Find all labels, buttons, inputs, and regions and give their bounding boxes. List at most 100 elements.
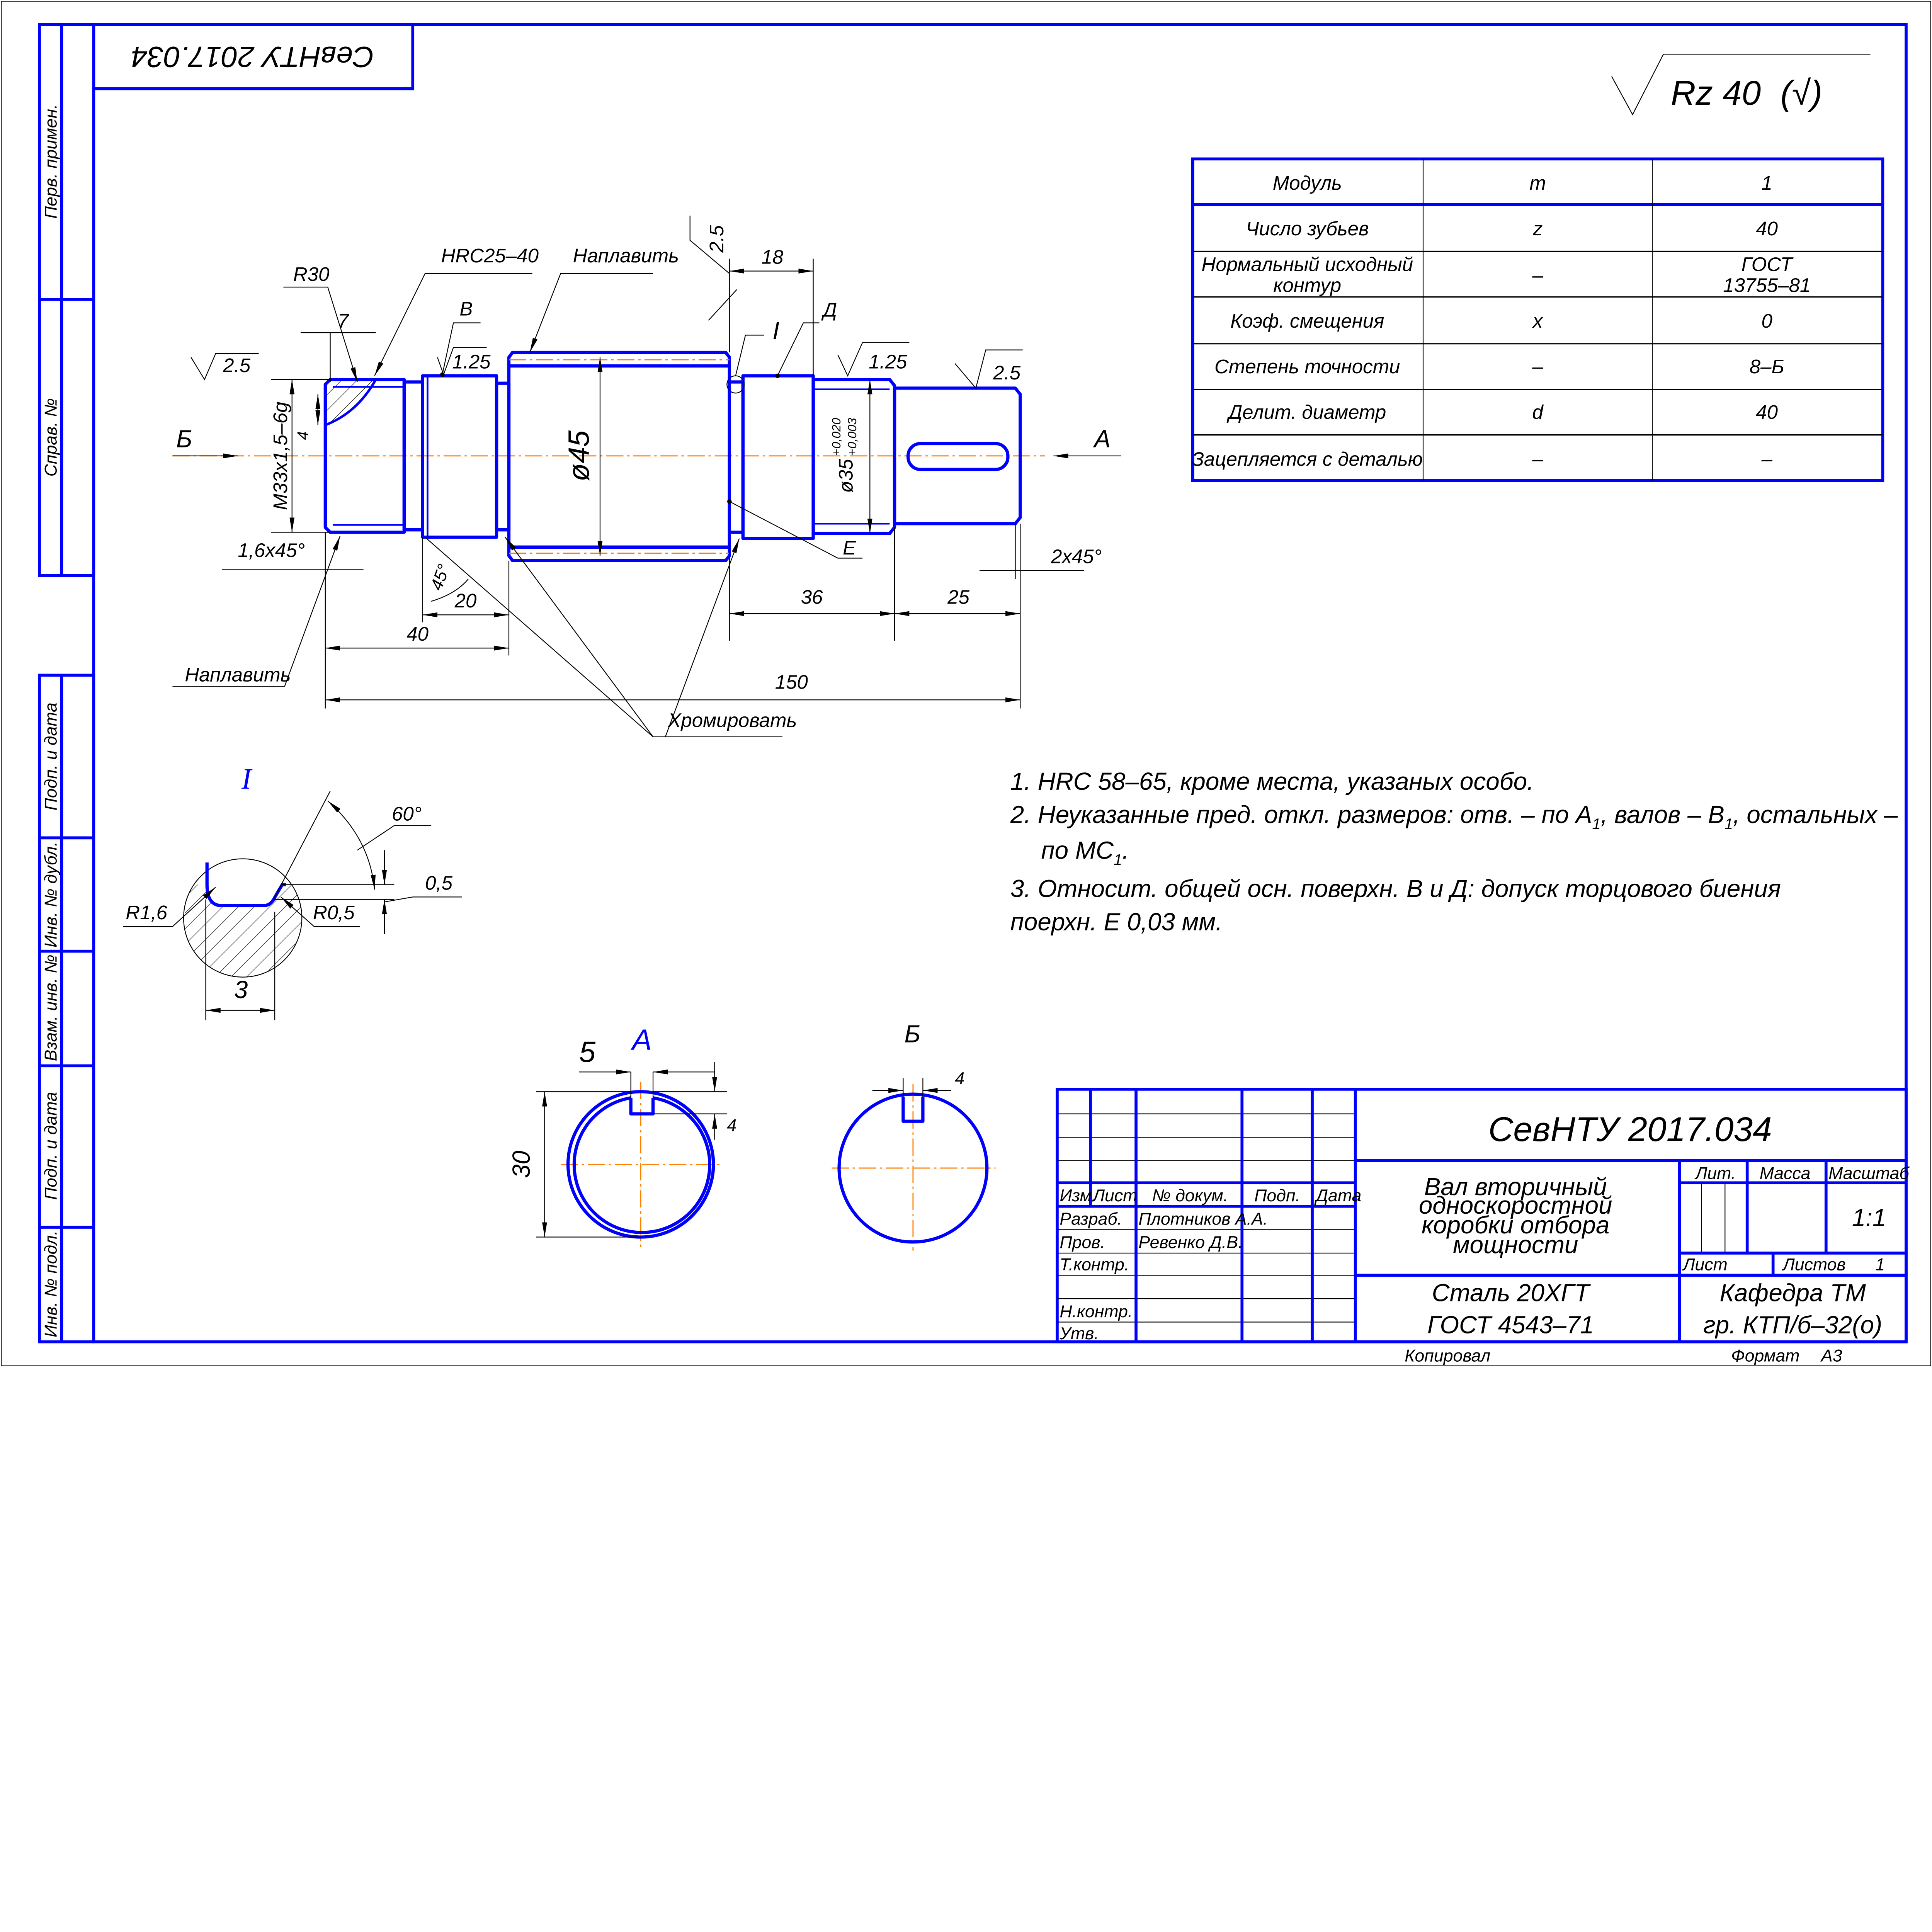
section-a: А 5 4 30 <box>507 1024 736 1247</box>
dim-20: 20 <box>454 590 477 612</box>
label-naplavit-top: Наплавить <box>573 245 679 267</box>
detail-radius-05: R0,5 <box>313 901 355 923</box>
roughness-value: Rz 40 <box>1671 73 1761 112</box>
table-row-pitch-symbol: d <box>1532 401 1544 423</box>
tb-sheets: Листов <box>1782 1255 1846 1274</box>
roughness-125-left: 1.25 <box>452 350 491 372</box>
strip-sprav-no: Справ. № <box>42 398 61 477</box>
note-2-line-2: по MC1. <box>1041 837 1129 869</box>
gear-parameters-table: Модуль m 1 Число зубьев z 40 Нормальный … <box>1191 157 1884 482</box>
table-row-shift-symbol: x <box>1532 310 1543 332</box>
rotated-designation-stamp: СевНТУ 2017.034 <box>131 40 374 73</box>
section-b: Б 4 <box>832 1020 996 1251</box>
tb-designation: СевНТУ 2017.034 <box>1488 1110 1772 1148</box>
diameter-35: ø35 <box>835 459 857 493</box>
diameter-35-upper-tol: +0,020 <box>829 418 843 456</box>
strip-podp-data-2: Подп. и дата <box>42 1092 61 1200</box>
tb-sheet: Лист <box>1682 1255 1728 1274</box>
tb-scale-value: 1:1 <box>1852 1204 1886 1231</box>
view-a-arrow-label: А <box>1093 425 1111 453</box>
tb-header-doc: № докум. <box>1152 1186 1228 1205</box>
drawing-sheet: Перв. примен. Справ. № Подп. и дата Инв.… <box>1 1 1931 1366</box>
tb-copied: Копировал <box>1405 1347 1490 1366</box>
tb-header-sign: Подп. <box>1254 1186 1300 1205</box>
section-a-key-width: 5 <box>579 1036 596 1069</box>
left-strip-labels: Перв. примен. Справ. № Подп. и дата Инв.… <box>42 104 61 1337</box>
label-naplavit-bottom: Наплавить <box>185 663 291 685</box>
tb-lit: Лит. <box>1694 1164 1736 1183</box>
note-3-line-1: 3. Относит. общей осн. поверхн. В и Д: д… <box>1010 874 1781 902</box>
table-row-contour-symbol: – <box>1532 264 1543 286</box>
angle-45: 45° <box>427 562 454 593</box>
tb-part-name-4: мощности <box>1453 1231 1578 1259</box>
roughness-125-right: 1.25 <box>869 350 907 372</box>
detail-i: I 60° 0,5 R1,6 R0,5 3 <box>123 762 462 1020</box>
section-a-title: А <box>631 1024 652 1056</box>
surface-e-label: Е <box>843 537 856 559</box>
tb-organization-2: гр. КТП/б–32(о) <box>1703 1311 1882 1338</box>
section-b-key-width: 4 <box>955 1069 964 1088</box>
tb-part-name-2: односкоростной <box>1419 1191 1612 1219</box>
tb-header-list: Лист <box>1092 1186 1137 1205</box>
tb-role-razrab: Разраб. <box>1060 1210 1122 1229</box>
tb-part-name-3: коробки отбора <box>1422 1211 1610 1239</box>
table-row-contour-name-2: контур <box>1273 274 1341 296</box>
section-b-title: Б <box>905 1020 921 1048</box>
note-3-line-2: поерхн. Е 0,03 мм. <box>1010 908 1223 936</box>
dim-150: 150 <box>775 671 808 693</box>
tb-organization-1: Кафедра ТМ <box>1719 1279 1866 1306</box>
table-row-shift-name: Коэф. смещения <box>1230 310 1384 332</box>
label-khromirovat: Хромировать <box>667 709 797 731</box>
sheet-frame <box>1 1 1931 1366</box>
tb-part-name-1: Вал вторичный <box>1424 1173 1607 1201</box>
table-row-module-name: Модуль <box>1273 172 1342 194</box>
roughness-25-right: 2.5 <box>993 362 1021 384</box>
section-a-key-depth: 4 <box>727 1116 736 1135</box>
tb-material-2: ГОСТ 4543–71 <box>1427 1311 1594 1338</box>
note-1: 1. HRC 58–65, кроме места, указаных особ… <box>1010 767 1534 795</box>
label-hrc: HRC25–40 <box>441 245 539 267</box>
diameter-45: ø45 <box>563 430 595 481</box>
tb-mass: Масса <box>1760 1164 1811 1183</box>
base-b-label: В <box>459 298 473 320</box>
tb-format-label: Формат <box>1731 1347 1799 1366</box>
table-row-teeth-value: 40 <box>1756 218 1778 240</box>
table-row-mates-name: Зацепляется с деталью <box>1192 448 1423 470</box>
dim-7: 7 <box>338 310 349 332</box>
roughness-bracket: (√) <box>1781 73 1822 112</box>
table-row-contour-name-1: Нормальный исходный <box>1201 253 1413 276</box>
table-row-teeth-symbol: z <box>1532 218 1543 240</box>
section-a-dim-30: 30 <box>507 1151 535 1178</box>
tb-header-date: Дата <box>1314 1186 1362 1205</box>
dim-36: 36 <box>801 586 823 608</box>
table-row-mates-symbol: – <box>1532 448 1543 470</box>
technical-notes: 1. HRC 58–65, кроме места, указаных особ… <box>1010 767 1898 936</box>
tb-scale-label: Масштаб <box>1828 1164 1910 1183</box>
strip-inv-podl: Инв. № подл. <box>42 1230 61 1337</box>
diameter-35-lower-tol: +0,003 <box>845 418 859 456</box>
table-row-pitch-value: 40 <box>1756 401 1778 423</box>
tb-role-prov: Пров. <box>1060 1233 1105 1252</box>
tb-format: А3 <box>1820 1347 1842 1366</box>
base-d-label: Д <box>821 299 837 321</box>
table-row-accuracy-value: 8–Б <box>1750 355 1784 378</box>
tb-role-utv: Утв. <box>1059 1324 1099 1343</box>
chamfer-right: 2x45° <box>1051 545 1102 567</box>
dim-25: 25 <box>947 586 969 608</box>
detail-width-3: 3 <box>234 976 248 1003</box>
detail-title: I <box>241 762 253 795</box>
label-r30: R30 <box>293 263 330 285</box>
tb-role-tkontr: Т.контр. <box>1060 1255 1129 1274</box>
table-row-shift-value: 0 <box>1762 310 1772 332</box>
table-row-accuracy-name: Степень точности <box>1214 355 1400 378</box>
dimension-texts: R30 HRC25–40 Наплавить В Д I Е 1.25 1.25… <box>176 225 1111 731</box>
dimension-lines <box>172 216 1121 738</box>
table-row-teeth-name: Число зубьев <box>1246 218 1369 240</box>
table-row-accuracy-symbol: – <box>1532 355 1543 378</box>
detail-i-callout: I <box>772 316 779 344</box>
keyway-slot <box>906 442 1010 471</box>
thread-designation: M33x1,5–6g <box>269 401 291 510</box>
view-b-arrow-label: Б <box>176 425 192 453</box>
strip-podp-data-1: Подп. и дата <box>42 702 61 810</box>
dim-4: 4 <box>294 431 311 440</box>
